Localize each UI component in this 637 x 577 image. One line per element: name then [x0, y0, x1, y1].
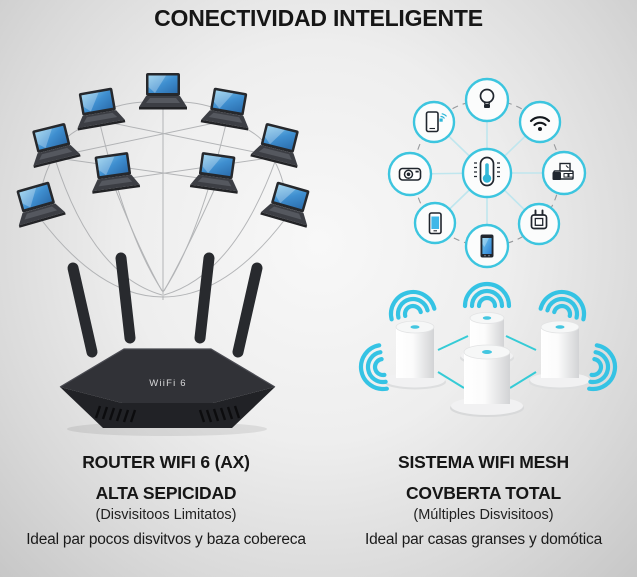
phone-icon	[413, 201, 457, 245]
printer-icon	[541, 150, 587, 196]
laptop	[87, 150, 141, 194]
mesh-heading: SISTEMA WIFI MESH	[398, 452, 569, 472]
laptop	[189, 150, 243, 194]
mesh-system	[358, 284, 619, 417]
laptop	[260, 179, 317, 228]
router-top-face	[60, 349, 275, 403]
wifi-signal-icon	[386, 287, 434, 319]
router-antennas	[67, 252, 263, 358]
laptop	[250, 120, 306, 169]
router-brand-label: WiiFi 6	[149, 378, 186, 389]
router-subheading: ALTA SEPICIDAD	[95, 483, 237, 503]
mesh-links	[437, 335, 537, 389]
mesh-node	[529, 320, 591, 390]
laptop	[25, 120, 81, 169]
wifi-signal-icon	[589, 345, 618, 392]
lightbulb-icon	[464, 77, 510, 123]
wifi-icon	[518, 100, 562, 144]
router-ridge-highlight	[59, 348, 276, 388]
iot-hub	[387, 77, 587, 269]
router-text-block: ROUTER WIFI 6 (AX) ALTA SEPICIDAD (Disvi…	[0, 443, 332, 549]
plug-icon	[517, 202, 561, 246]
mesh-text-block: SISTEMA WIFI MESH COVBERTA TOTAL (Múltip…	[330, 443, 637, 549]
laptop	[9, 179, 66, 228]
router-vents	[94, 405, 241, 423]
wifi-signal-icon	[541, 287, 589, 319]
page-title: CONECTIVIDAD INTELIGENTE	[154, 5, 483, 31]
router-description: Ideal par pocos disvitvos y baza coberec…	[26, 531, 306, 548]
wifi6-router: WiiFi 6	[59, 252, 276, 436]
smartphone-icon	[464, 223, 510, 269]
router-heading: ROUTER WIFI 6 (AX)	[82, 452, 250, 472]
laptop	[139, 73, 187, 110]
router-front-face	[60, 387, 275, 428]
mesh-qualifier: (Múltiples Disvisitoos)	[413, 507, 554, 523]
wifi-signal-icon	[358, 345, 387, 392]
projector-icon	[387, 151, 433, 197]
mesh-description: Ideal par casas granses y domótica	[364, 531, 603, 548]
wifi-signal-icon	[465, 284, 509, 306]
mesh-node	[450, 344, 524, 417]
mesh-node	[384, 320, 446, 390]
thermostat-icon	[461, 147, 513, 199]
smartphone-signal-icon	[412, 100, 456, 144]
thermostat-ticks	[474, 162, 500, 178]
mesh-subheading: COVBERTA TOTAL	[405, 483, 562, 503]
router-qualifier: (Disvisitoos Limitatos)	[95, 507, 237, 523]
